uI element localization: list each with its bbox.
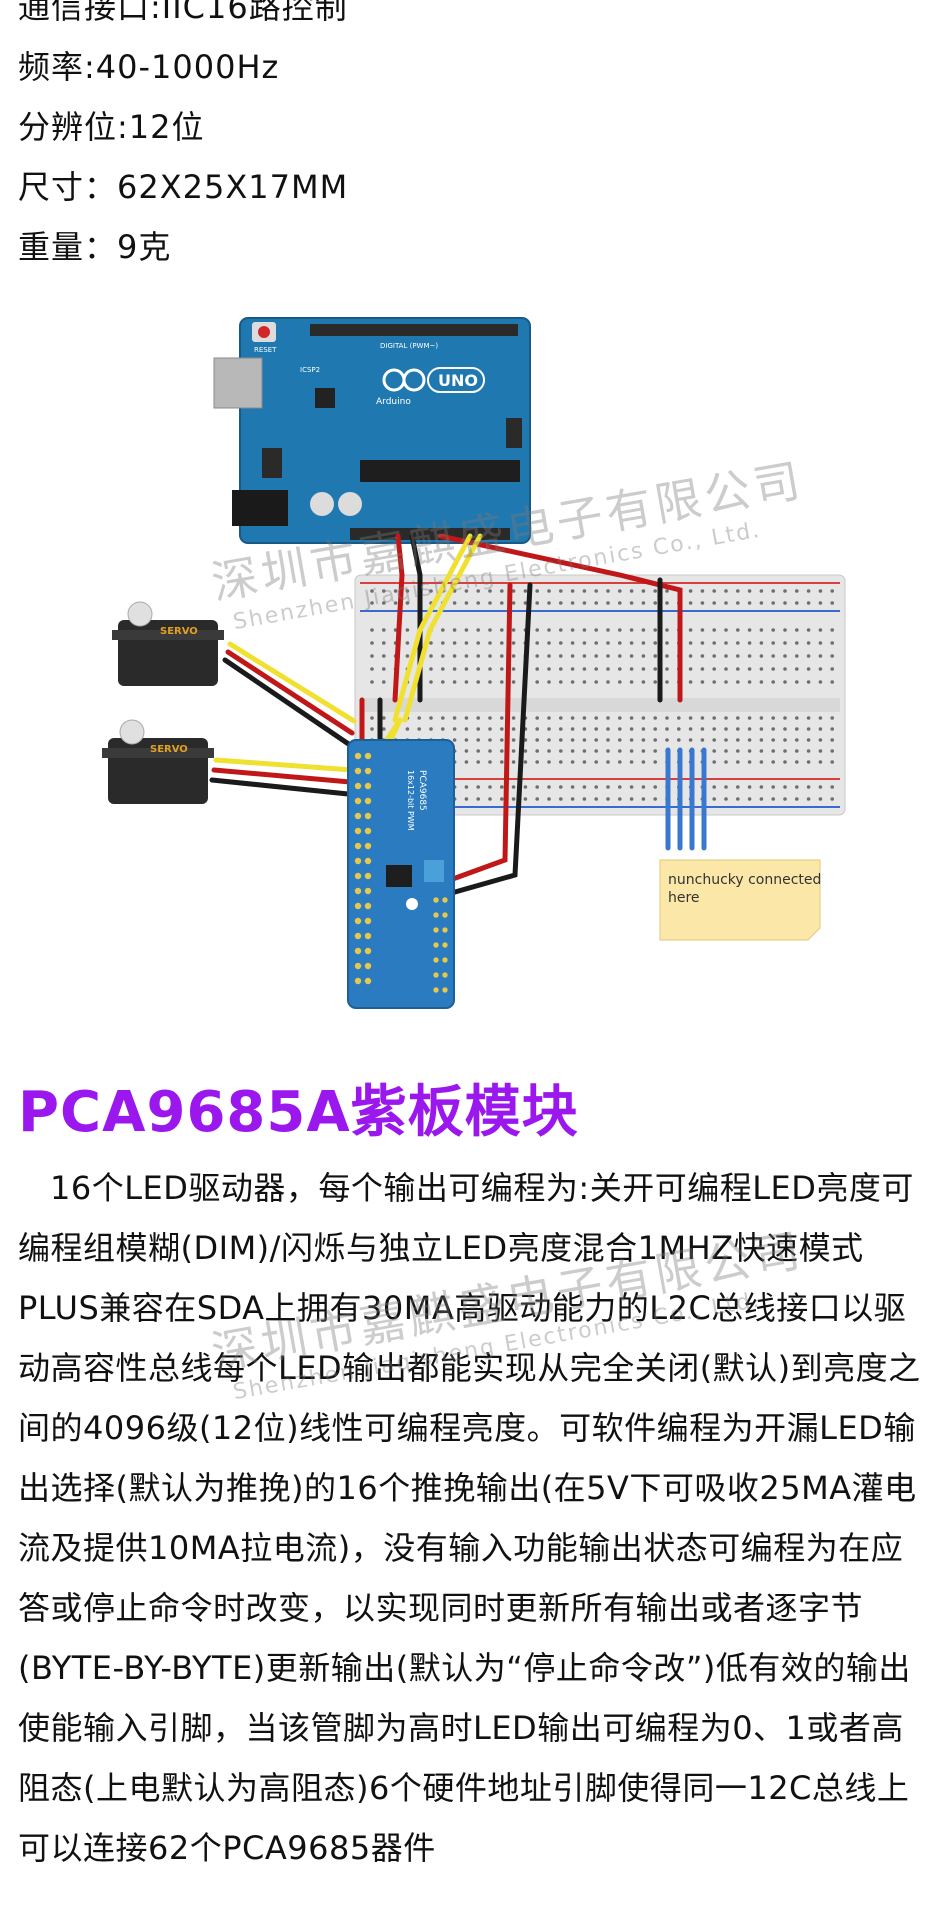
spec-weight: 重量：9克 [18, 228, 172, 266]
servo-bottom: SERVO [102, 719, 214, 804]
note-line-2: here [668, 890, 700, 906]
spec-interface: 通信接口:IIC16路控制 [18, 0, 348, 26]
section-title: PCA9685A紫板模块 [18, 1080, 579, 1145]
servo-bottom-label: SERVO [150, 744, 188, 755]
spec-frequency: 频率:40-1000Hz [18, 48, 280, 86]
wiring-diagram: RESET ICSP2 DIGITAL (PWM~) UNO Arduino [102, 317, 846, 1009]
servo-top: SERVO [112, 601, 224, 686]
pca-label: PCA9685 [417, 770, 427, 811]
arduino-reset-label: RESET [254, 346, 277, 354]
arduino-brand: Arduino [376, 397, 411, 407]
pca-sublabel: 16x12-bit PWM [406, 770, 415, 831]
arduino-icsp-label: ICSP2 [300, 366, 320, 374]
note-line-1: nunchucky connected [668, 872, 821, 888]
arduino-uno: RESET ICSP2 DIGITAL (PWM~) UNO Arduino [213, 317, 531, 544]
wires [209, 533, 707, 895]
servo-top-label: SERVO [160, 626, 198, 637]
arduino-digital-label: DIGITAL (PWM~) [380, 342, 438, 350]
spec-resolution: 分辨位:12位 [18, 108, 205, 146]
arduino-uno-logo: UNO [438, 371, 478, 390]
section-body: 16个LED驱动器，每个输出可编程为:关开可编程LED亮度可编程组模糊(DIM)… [18, 1169, 921, 1867]
spec-size: 尺寸：62X25X17MM [18, 168, 349, 206]
sticky-note: nunchucky connected here [659, 859, 821, 941]
pca9685-board: PCA9685 16x12-bit PWM [347, 739, 455, 1009]
